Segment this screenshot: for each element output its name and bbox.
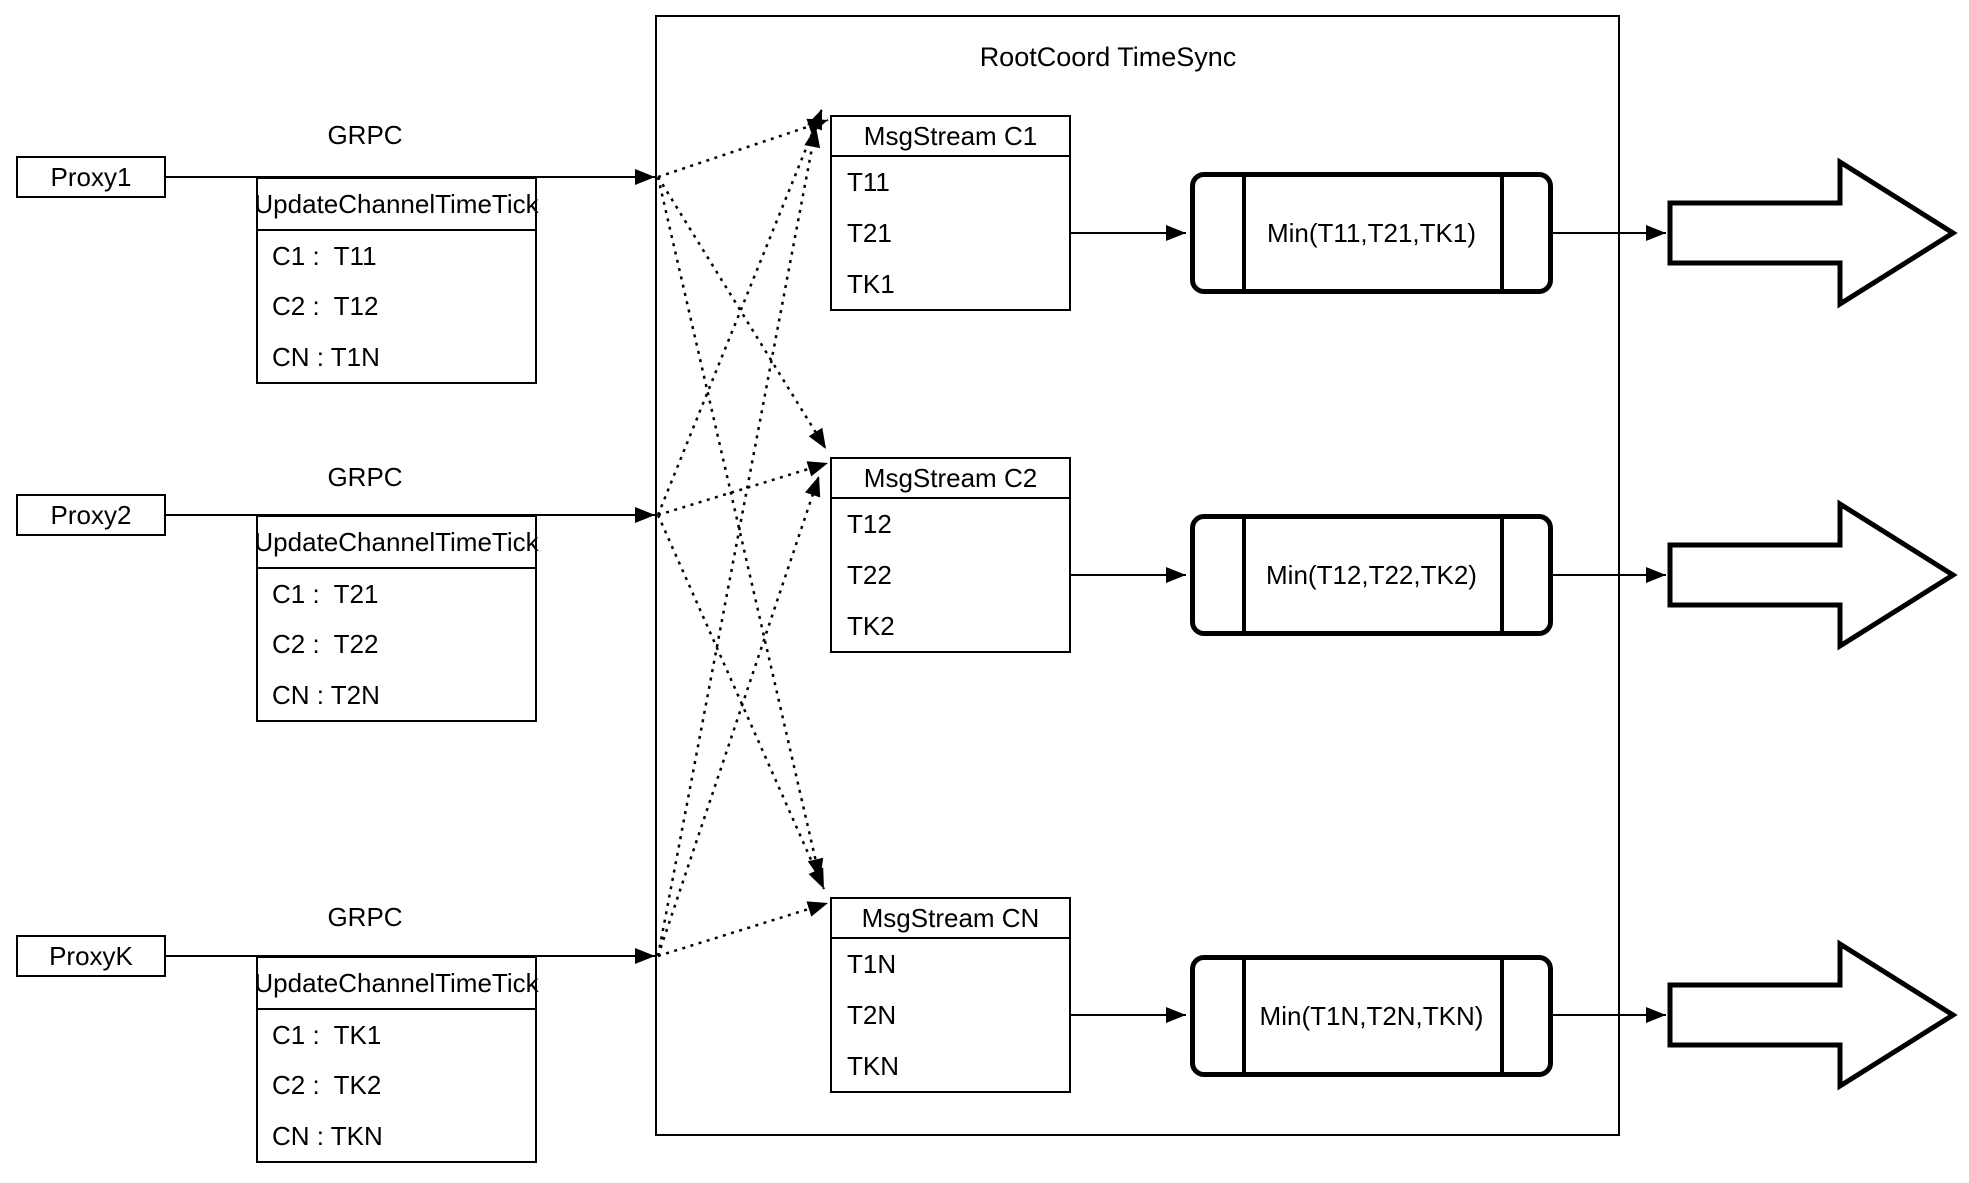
- min-box-left-divider: [1242, 519, 1246, 631]
- msgstream-table-c1: MsgStream C1 T11 T21 TK1: [830, 115, 1071, 311]
- min-box-right-divider: [1500, 519, 1504, 631]
- min-process-box-3: Min(T1N,T2N,TKN): [1190, 955, 1553, 1077]
- msgstream-table-header: MsgStream C2: [832, 459, 1069, 499]
- update-table-row: C1 : TK1: [272, 1020, 382, 1051]
- msgstream-table-row: TK2: [847, 610, 895, 641]
- min-box-right-divider: [1500, 177, 1504, 289]
- grpc-label-3: GRPC: [327, 902, 403, 932]
- min-label: Min(T11,T21,TK1): [1266, 218, 1476, 248]
- update-table-header: UpdateChannelTimeTick: [254, 517, 539, 569]
- proxy2-box: Proxy2: [16, 494, 166, 536]
- output-arrow-label-1: MsgStream C1: [1718, 218, 1893, 248]
- output-arrow-label-2: MsgStream C2: [1718, 560, 1893, 590]
- msgstream-table-cn: MsgStream CN T1N T2N TKN: [830, 897, 1071, 1093]
- update-table-row: C1 : T21: [272, 579, 379, 610]
- update-channel-timetick-table-3: UpdateChannelTimeTick C1 : TK1 C2 : TK2 …: [254, 956, 539, 1163]
- update-table-row: C2 : T12: [272, 291, 379, 322]
- min-label: Min(T12,T22,TK2): [1266, 560, 1477, 590]
- msgstream-table-row: T22: [847, 560, 892, 590]
- msgstream-table-row: T11: [847, 167, 890, 198]
- update-table-row: C2 : T22: [272, 629, 379, 660]
- update-channel-timetick-table-2: UpdateChannelTimeTick C1 : T21 C2 : T22 …: [254, 515, 539, 722]
- min-box-right-divider: [1500, 960, 1504, 1072]
- min-label: Min(T1N,T2N,TKN): [1259, 1001, 1484, 1031]
- msgstream-table-row: T2N: [847, 1000, 897, 1030]
- rootcoord-timesync-title: RootCoord TimeSync: [979, 41, 1237, 72]
- msgstream-table-row: TKN: [847, 1050, 899, 1081]
- msgstream-table-row: T12: [847, 509, 892, 540]
- msgstream-table-header: MsgStream CN: [832, 899, 1069, 939]
- output-arrow-shapes: [1667, 157, 1958, 1091]
- update-table-row: C2 : TK2: [272, 1070, 382, 1101]
- msgstream-table-row: TK1: [847, 268, 895, 299]
- update-table-row: CN : TKN: [272, 1120, 383, 1151]
- update-channel-timetick-table-1: UpdateChannelTimeTick C1 : T11 C2 : T12 …: [254, 177, 539, 384]
- update-table-header: UpdateChannelTimeTick: [254, 179, 539, 231]
- min-process-box-2: Min(T12,T22,TK2): [1190, 514, 1553, 636]
- grpc-label-1: GRPC: [327, 120, 403, 150]
- update-table-row: C1 : T11: [272, 241, 377, 272]
- proxy1-box: Proxy1: [16, 156, 166, 198]
- output-arrow-label-3: MsgStream CN: [1716, 1000, 1895, 1030]
- proxyk-box: ProxyK: [16, 935, 166, 977]
- update-table-row: CN : T1N: [272, 341, 380, 372]
- msgstream-table-header: MsgStream C1: [832, 117, 1069, 157]
- msgstream-table-row: T1N: [847, 949, 897, 980]
- min-process-box-1: Min(T11,T21,TK1): [1190, 172, 1553, 294]
- min-box-left-divider: [1242, 177, 1246, 289]
- min-box-left-divider: [1242, 960, 1246, 1072]
- update-table-header: UpdateChannelTimeTick: [254, 958, 539, 1010]
- update-table-row: CN : T2N: [272, 679, 380, 710]
- msgstream-table-row: T21: [847, 218, 892, 248]
- msgstream-table-c2: MsgStream C2 T12 T22 TK2: [830, 457, 1071, 653]
- grpc-label-2: GRPC: [327, 462, 403, 492]
